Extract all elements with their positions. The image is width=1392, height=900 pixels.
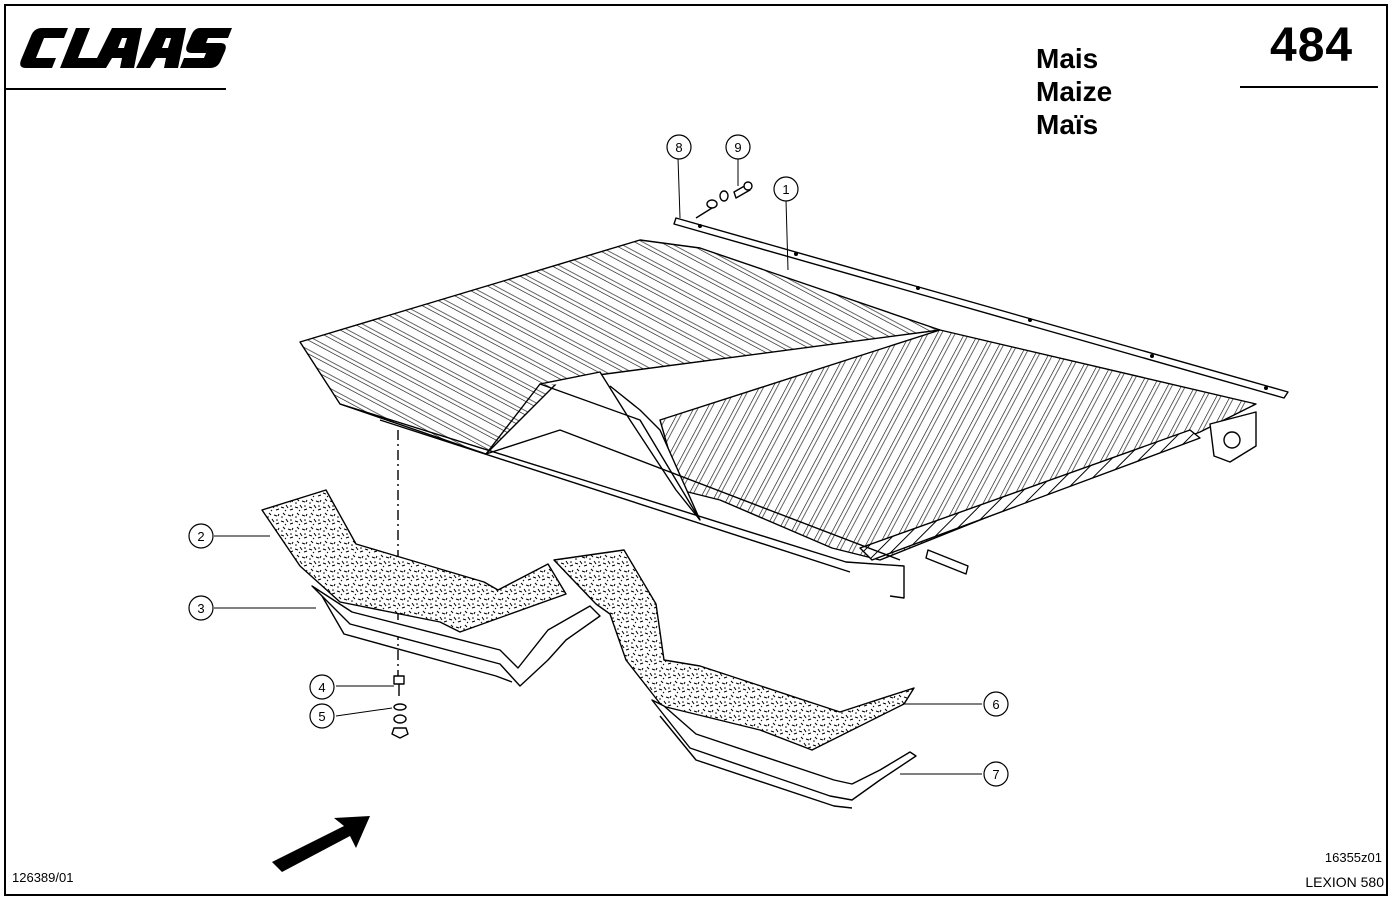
- shield-left: [261, 489, 567, 633]
- direction-arrow-icon: [272, 816, 370, 872]
- callout-6: 6: [992, 697, 999, 712]
- tray-centre-ridge: [539, 371, 701, 521]
- shield-right: [553, 549, 915, 751]
- tray-left-wing: [299, 239, 941, 455]
- callout-1: 1: [782, 182, 789, 197]
- callout-5-circle: [309, 703, 335, 729]
- callout-9-circle: [725, 134, 751, 160]
- callout-8-circle: [666, 134, 692, 160]
- rear-strip: [673, 217, 1289, 399]
- tray-right-wing: [659, 329, 1257, 561]
- title-english: Maize: [1036, 76, 1113, 107]
- header-rule-right: [1240, 86, 1378, 88]
- callout-4-circle: [309, 674, 335, 700]
- callout-1-circle: [773, 176, 799, 202]
- page-frame: [4, 4, 1388, 896]
- callout-9: 9: [734, 140, 741, 155]
- document-number: 126389/01: [12, 870, 74, 885]
- drawing-code: 16355z01: [1324, 850, 1382, 865]
- tray-front-edge: [859, 429, 1201, 561]
- callout-4: 4: [318, 680, 325, 695]
- callout-3-circle: [188, 595, 214, 621]
- support-frame-right: [651, 699, 917, 801]
- claas-logo: [20, 28, 232, 68]
- title-german: Mais: [1036, 43, 1099, 74]
- callout-7: 7: [992, 767, 999, 782]
- support-frame-left: [311, 585, 601, 687]
- callout-6-circle: [983, 691, 1009, 717]
- title-french: Maïs: [1036, 109, 1099, 140]
- page-number: 484: [1270, 19, 1354, 72]
- callout-3: 3: [197, 601, 204, 616]
- header-rule-left: [4, 88, 226, 90]
- machine-model: LEXION 580: [1305, 874, 1384, 890]
- callout-5: 5: [318, 709, 325, 724]
- callout-7-circle: [983, 761, 1009, 787]
- callout-8: 8: [675, 140, 682, 155]
- section-titles: Mais Maize Maïs: [1036, 42, 1112, 141]
- callout-2-circle: [188, 523, 214, 549]
- callout-2: 2: [197, 529, 204, 544]
